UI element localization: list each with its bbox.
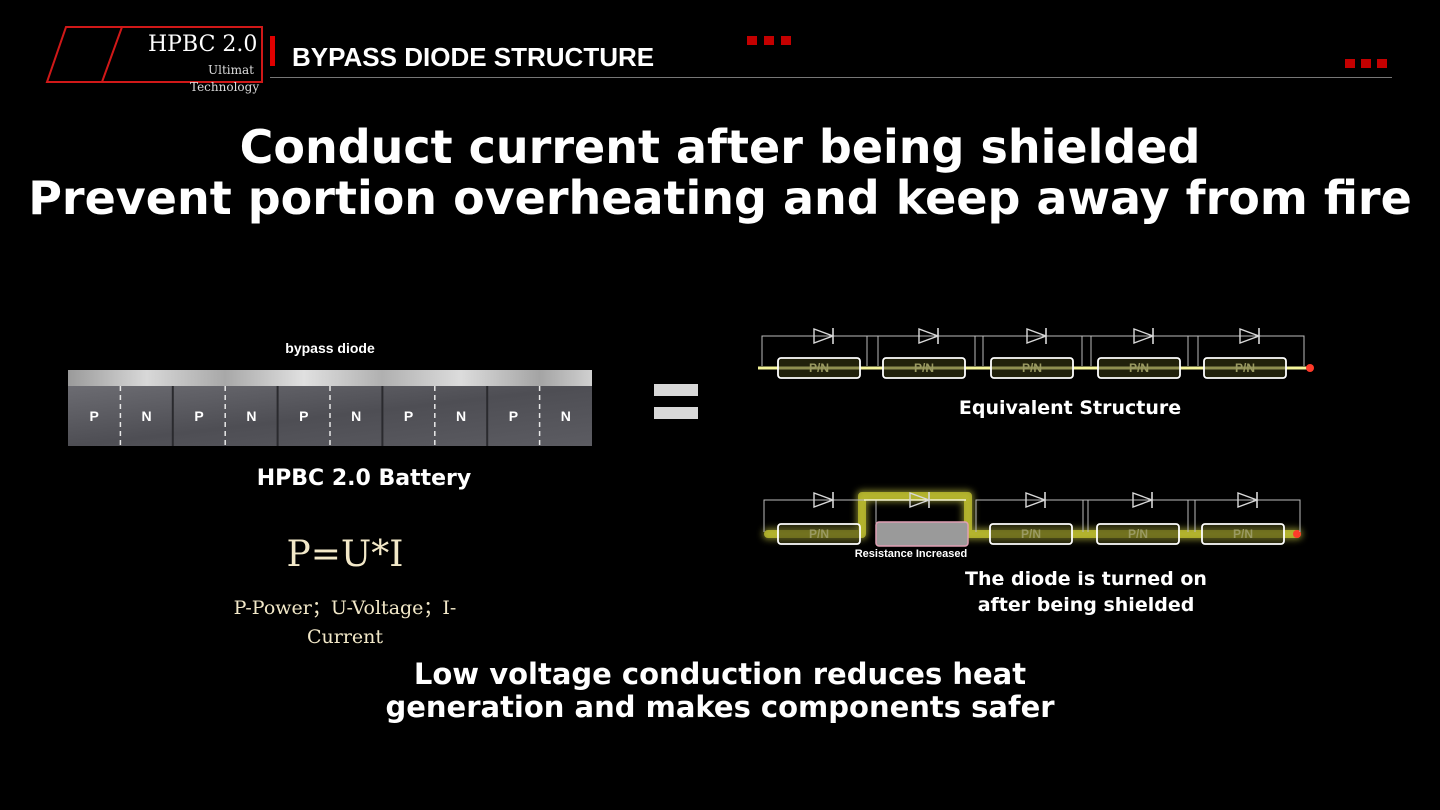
logo-subtitle-2: Technology bbox=[190, 80, 260, 94]
bottom-statement: Low voltage conduction reduces heat gene… bbox=[300, 658, 1140, 724]
decor-square bbox=[781, 36, 791, 45]
diode-icon bbox=[1237, 491, 1260, 509]
battery-label: HPBC 2.0 Battery bbox=[256, 466, 472, 491]
section-title: BYPASS DIODE STRUCTURE bbox=[292, 42, 655, 72]
formula-description: P-Power；U-Voltage；I-Current bbox=[233, 597, 457, 648]
bypass-diode-bar bbox=[68, 370, 592, 386]
diode-icon bbox=[1026, 327, 1049, 345]
bypass-diode-label: bypass diode bbox=[285, 340, 375, 356]
equals-sign-bottom bbox=[654, 407, 698, 419]
diode-note-line-1: The diode is turned on bbox=[965, 568, 1207, 590]
logo-title: HPBC 2.0 bbox=[148, 32, 258, 57]
pn-cell bbox=[1097, 357, 1181, 379]
cell-label: N bbox=[456, 408, 466, 424]
cell-label: N bbox=[561, 408, 571, 424]
pn-cell-label: P/N bbox=[1129, 361, 1149, 375]
decor-square bbox=[1345, 59, 1355, 68]
logo-frame bbox=[45, 26, 263, 83]
pn-cell-label: P/N bbox=[1235, 361, 1255, 375]
equivalent-structure-circuit: P/N P/N P/N P/N P/N bbox=[752, 327, 1316, 379]
title-accent-bar bbox=[270, 36, 275, 66]
cell-label: P bbox=[299, 408, 308, 424]
diode-icon bbox=[909, 491, 932, 509]
cell-label: P bbox=[90, 408, 99, 424]
pn-cell bbox=[1203, 357, 1287, 379]
bypass-wire bbox=[974, 335, 1092, 366]
bypass-wire bbox=[1187, 499, 1301, 532]
pn-cell-label: P/N bbox=[1022, 361, 1042, 375]
decor-square bbox=[1361, 59, 1371, 68]
headline-line-1: Conduct current after being shielded bbox=[239, 120, 1201, 174]
power-formula: P=U*I bbox=[286, 534, 404, 575]
diode-icon bbox=[918, 327, 941, 345]
pn-cell-label: P/N bbox=[1128, 527, 1148, 541]
bottom-line-2: generation and makes components safer bbox=[385, 690, 1055, 724]
diode-icon bbox=[1133, 327, 1156, 345]
pn-cell bbox=[1096, 523, 1180, 545]
diode-icon bbox=[1025, 491, 1048, 509]
cell-label: N bbox=[142, 408, 152, 424]
header-divider bbox=[270, 77, 1392, 78]
terminal-dot bbox=[1293, 530, 1301, 538]
bypass-wire bbox=[761, 335, 879, 366]
pn-cell bbox=[777, 357, 861, 379]
decor-square bbox=[1377, 59, 1387, 68]
diode-icon bbox=[813, 327, 836, 345]
decor-square bbox=[747, 36, 757, 45]
cell-label: N bbox=[351, 408, 361, 424]
terminal-dot bbox=[1306, 364, 1314, 372]
pn-cell bbox=[882, 357, 966, 379]
pn-cell bbox=[1201, 523, 1285, 545]
bypass-wire bbox=[1081, 335, 1199, 366]
cell-label: P bbox=[194, 408, 203, 424]
diode-turned-on-note: The diode is turned on after being shiel… bbox=[900, 566, 1272, 618]
headline-line-2: Prevent portion overheating and keep awa… bbox=[28, 171, 1412, 225]
shielded-circuit: P/N P/N P/N P/N bbox=[762, 490, 1303, 547]
pn-cell-label: P/N bbox=[809, 527, 829, 541]
diode-icon bbox=[1239, 327, 1262, 345]
bypass-wire bbox=[1082, 499, 1196, 532]
cell-label: P bbox=[404, 408, 413, 424]
pn-cell-label: P/N bbox=[1233, 527, 1253, 541]
equivalent-structure-label: Equivalent Structure bbox=[958, 397, 1182, 419]
pn-cell-label: P/N bbox=[1021, 527, 1041, 541]
diode-note-line-2: after being shielded bbox=[977, 594, 1195, 616]
shielded-cell bbox=[875, 521, 969, 547]
bypass-wire bbox=[763, 499, 877, 532]
pn-cell-label: P/N bbox=[809, 361, 829, 375]
diode-icon bbox=[813, 491, 836, 509]
bottom-line-1: Low voltage conduction reduces heat bbox=[413, 657, 1027, 691]
cell-label: N bbox=[246, 408, 256, 424]
pn-cell-label: P/N bbox=[914, 361, 934, 375]
pn-cell bbox=[777, 523, 861, 545]
decor-square bbox=[764, 36, 774, 45]
bypass-wire bbox=[1187, 335, 1305, 366]
pn-cell bbox=[990, 357, 1074, 379]
logo-subtitle-1: Ultimat bbox=[208, 63, 254, 77]
resistance-increased-label: Resistance Increased bbox=[854, 548, 968, 560]
diode-icon bbox=[1132, 491, 1155, 509]
cell-label: P bbox=[509, 408, 518, 424]
bypass-wire bbox=[975, 499, 1089, 532]
pn-cell bbox=[989, 523, 1073, 545]
bypass-wire bbox=[866, 335, 984, 366]
equals-sign-top bbox=[654, 384, 698, 396]
